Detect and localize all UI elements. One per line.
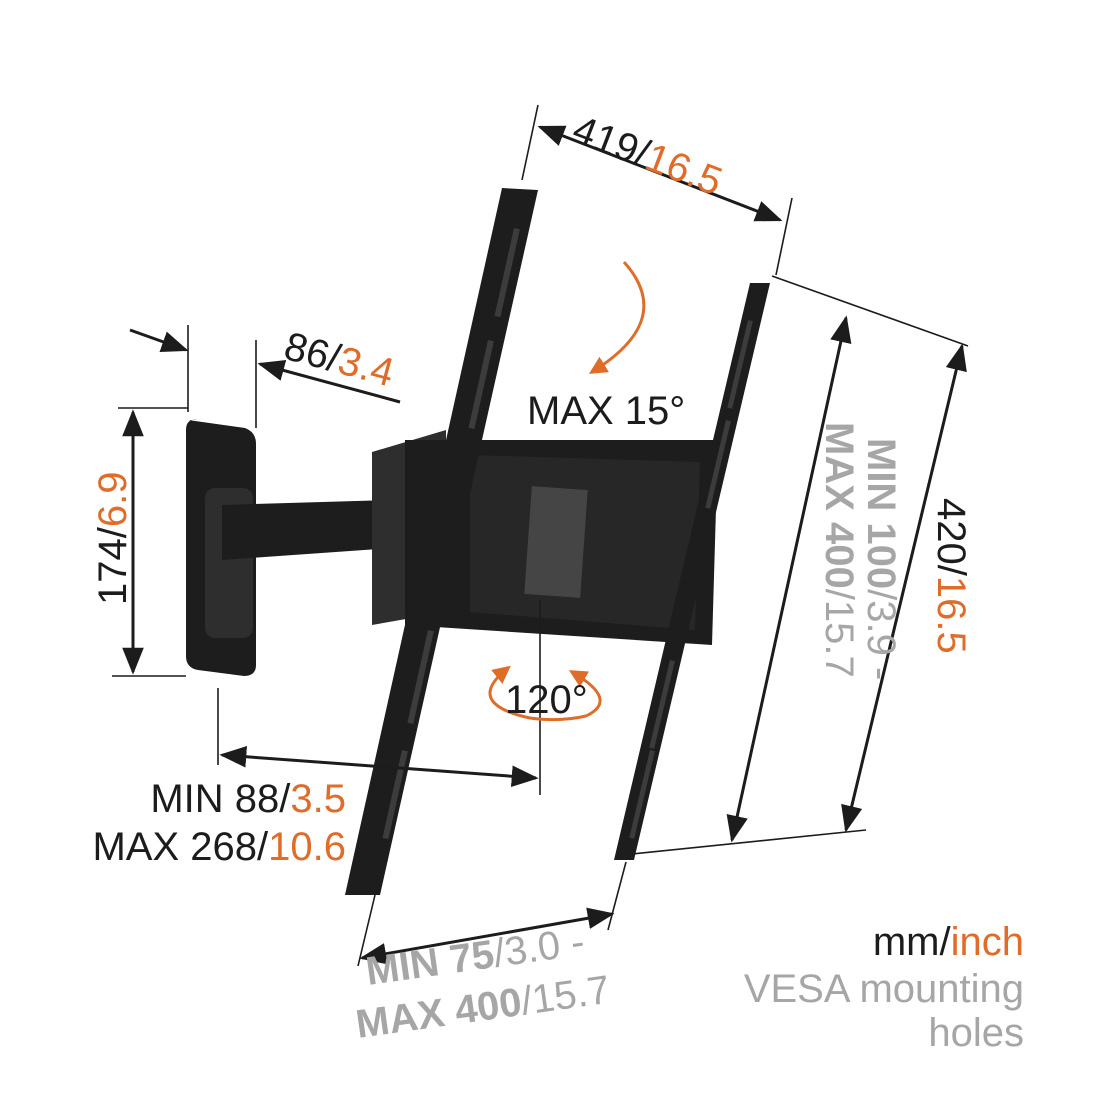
swivel-arm (222, 500, 392, 560)
tilt-label: MAX 15° (527, 389, 685, 433)
swivel-label: 120° (505, 678, 588, 722)
plate-height-label: 420/16.5 (929, 498, 973, 654)
units-legend: mm/inch VESA mounting holes (744, 920, 1024, 1055)
legend-units: mm/inch (873, 920, 1024, 964)
vesa-vertical-label-line2: MAX 400/15.7 (817, 422, 861, 678)
vesa-vertical-label-line1: MIN 100/3.9 - (859, 438, 903, 680)
plate-width-label: 419/16.5 (567, 107, 728, 204)
tilt-frame-inner (470, 455, 700, 630)
legend-vesa-line: VESA mounting (744, 967, 1024, 1011)
reach-min-label: MIN 88/3.5 (150, 777, 346, 821)
swivel-arc-right-icon (568, 670, 602, 718)
motion-arrows (488, 260, 646, 722)
reach-max-label: MAX 268/10.6 (92, 825, 346, 869)
center-socket (524, 486, 588, 598)
tilt-arc-icon (588, 260, 646, 374)
rail-slots-left (382, 228, 520, 840)
legend-holes-line: holes (928, 1011, 1024, 1055)
wall-plate-height-label: 174/6.9 (91, 472, 135, 605)
swivel-arc-left-icon (488, 673, 587, 722)
vertical-rail-left (345, 188, 538, 895)
dimension-lines (112, 104, 969, 967)
